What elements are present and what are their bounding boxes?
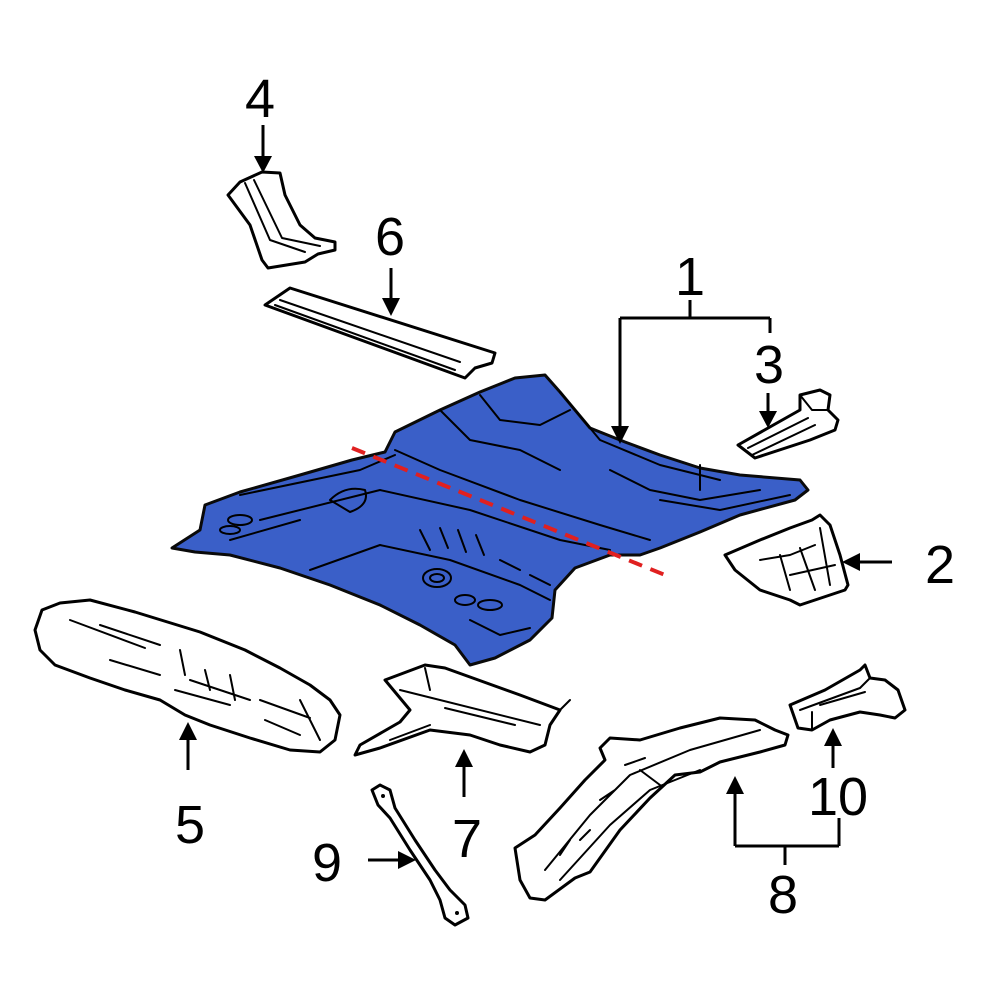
- floor-pan-part[interactable]: [170, 373, 810, 667]
- side-rail-part[interactable]: [33, 598, 342, 754]
- brace-rod-shape: [370, 783, 470, 927]
- rail-extension-3-shape: [736, 388, 840, 460]
- rail-extension-part-10[interactable]: [788, 663, 907, 732]
- callout-label-10: 10: [808, 767, 869, 827]
- brace-rod-part[interactable]: [370, 783, 470, 927]
- crossmember-shape: [353, 663, 562, 757]
- side-bracket-part[interactable]: [723, 513, 850, 607]
- sill-reinforcement-part[interactable]: [263, 286, 497, 380]
- rear-frame-rail-shape: [513, 716, 790, 902]
- callout-lines: [179, 125, 892, 869]
- floor-pan-shape: [170, 373, 810, 667]
- callout-label-9: 9: [312, 833, 343, 893]
- cut-line: [351, 446, 666, 577]
- sill-reinforcement-shape: [263, 286, 497, 380]
- side-bracket-shape: [723, 513, 850, 607]
- floor-pan-details: [219, 391, 791, 636]
- callout-label-2: 2: [925, 535, 956, 595]
- callout-label-6: 6: [375, 207, 406, 267]
- callout-label-4: 4: [245, 69, 276, 129]
- upper-bracket-shape: [226, 170, 337, 270]
- callout-label-3: 3: [754, 335, 785, 395]
- rear-frame-rail-part[interactable]: [513, 716, 790, 902]
- callout-label-7: 7: [452, 809, 483, 869]
- callout-label-1: 1: [675, 247, 706, 307]
- rail-extension-part-3[interactable]: [736, 388, 840, 460]
- callout-label-5: 5: [175, 795, 206, 855]
- crossmember-part[interactable]: [353, 663, 571, 757]
- upper-bracket-part[interactable]: [226, 170, 337, 270]
- callout-label-8: 8: [768, 865, 799, 925]
- side-rail-shape: [33, 598, 342, 754]
